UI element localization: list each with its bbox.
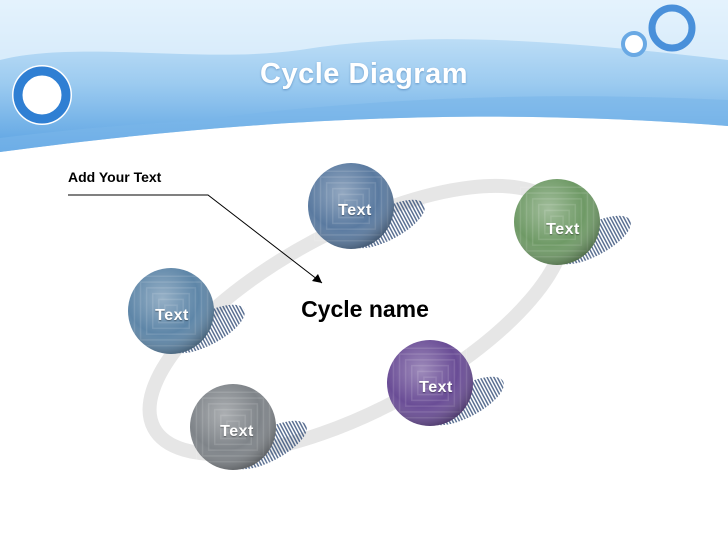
page-title: Cycle Diagram <box>260 58 468 90</box>
header-banner <box>0 0 728 152</box>
node-label-bottom-right: Text <box>419 379 453 396</box>
callout-connector <box>68 194 323 284</box>
node-right <box>514 179 631 265</box>
cycle-name: Cycle name <box>301 296 429 322</box>
ring-decoration-left <box>12 65 72 125</box>
node-bottom-right <box>387 340 504 426</box>
node-bottom-left <box>190 384 307 470</box>
node-label-top: Text <box>338 202 372 219</box>
node-top <box>308 163 425 249</box>
node-label-bottom-left: Text <box>220 423 254 440</box>
node-label-left: Text <box>155 307 189 324</box>
ring-decoration-right <box>621 4 696 57</box>
callout-text: Add Your Text <box>68 169 162 185</box>
node-left <box>128 268 245 354</box>
node-label-right: Text <box>546 221 580 238</box>
